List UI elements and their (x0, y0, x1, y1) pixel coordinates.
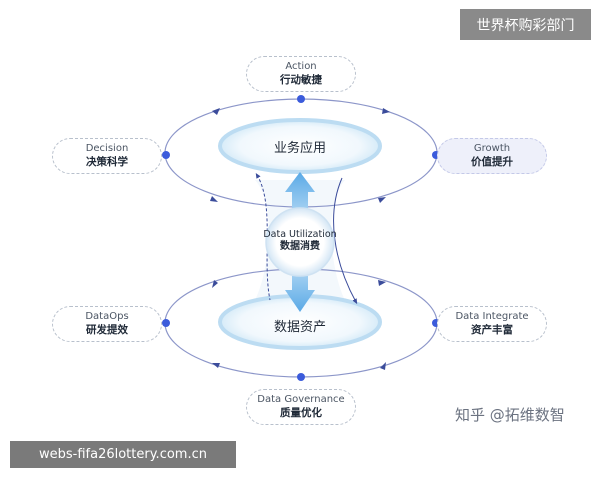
node-decision-en: Decision (85, 143, 129, 154)
center-label-en: Data Utilization (263, 229, 337, 240)
orbit-arrowhead (378, 197, 386, 203)
node-dataops: DataOps 研发提效 (52, 306, 162, 342)
url-watermark: webs-fifa26lottery.com.cn (10, 441, 236, 468)
node-decision: Decision 决策科学 (52, 138, 162, 174)
node-governance-en: Data Governance (257, 394, 345, 405)
center-label: Data Utilization 数据消费 (245, 229, 355, 253)
bottom-ring-label: 数据资产 (273, 320, 326, 335)
orbit-arrowheads (210, 108, 390, 370)
node-action: Action 行动敏捷 (246, 56, 356, 92)
zhihu-credit: 知乎 @拓维数智 (455, 406, 565, 424)
orbit-arrowhead (212, 363, 220, 368)
node-action-zh: 行动敏捷 (280, 74, 322, 86)
node-dot-dataops (162, 319, 170, 327)
top-banner: 世界杯购彩部门 (460, 9, 591, 40)
orbit-arrowhead (380, 362, 386, 370)
node-growth-zh: 价值提升 (471, 156, 513, 168)
center-hub (265, 207, 335, 277)
orbit-arrowhead (212, 280, 218, 288)
node-action-en: Action (285, 61, 317, 72)
node-decision-zh: 决策科学 (86, 156, 128, 168)
node-integrate-zh: 资产丰富 (471, 324, 513, 336)
top-ring-label: 业务应用 (273, 141, 326, 156)
center-label-zh: 数据消费 (280, 240, 320, 252)
node-dataops-en: DataOps (85, 311, 129, 322)
node-integrate: Data Integrate 资产丰富 (437, 306, 547, 342)
orbit-arrowhead (212, 108, 220, 115)
node-governance: Data Governance 质量优化 (246, 389, 356, 425)
orbit-arrowhead (210, 196, 218, 202)
node-governance-zh: 质量优化 (280, 407, 322, 419)
node-growth-en: Growth (473, 143, 511, 154)
orbit-arrowhead (378, 280, 386, 286)
right-flow-curve (333, 177, 358, 305)
node-integrate-en: Data Integrate (455, 311, 529, 322)
node-dot-decision (162, 151, 170, 159)
node-growth: Growth 价值提升 (437, 138, 547, 174)
node-dot-action (297, 95, 305, 103)
node-dot-governance (297, 373, 305, 381)
node-dataops-zh: 研发提效 (86, 324, 128, 336)
orbit-arrowhead (382, 108, 390, 114)
